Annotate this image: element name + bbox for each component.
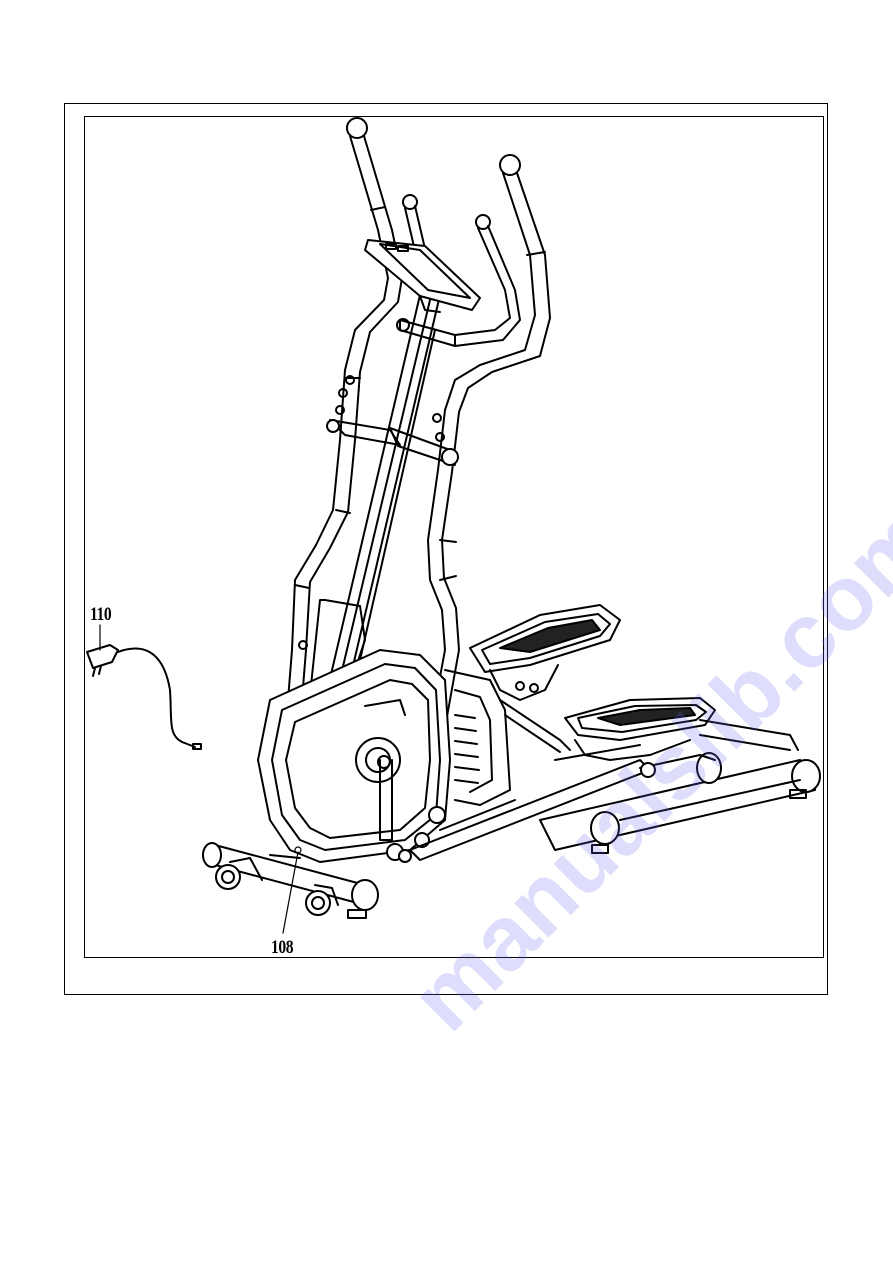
callout-label-108: 108: [271, 937, 293, 959]
rear-stabilizer: [540, 720, 820, 853]
flywheel-housing: [258, 600, 450, 862]
pivot-arms: [299, 376, 458, 649]
rear-roller-assembly: [555, 745, 721, 783]
callout-label-110: 110: [90, 604, 111, 626]
power-adapter: [87, 645, 201, 749]
right-pedal: [565, 698, 715, 760]
